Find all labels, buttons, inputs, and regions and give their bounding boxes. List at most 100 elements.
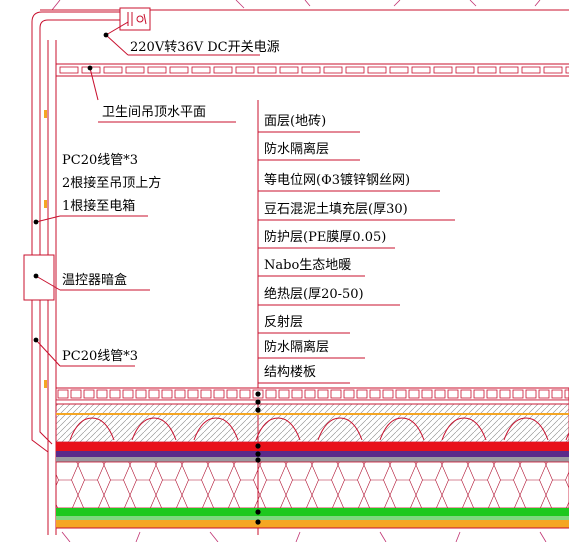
ceiling-tile (103, 66, 123, 74)
ceiling-tile (367, 66, 387, 74)
floor-tile (473, 389, 485, 399)
ceiling-tile (169, 66, 189, 74)
ceiling-tile (565, 66, 569, 74)
floor-tile (525, 389, 537, 399)
heating-pipe (379, 417, 425, 441)
heating-pipe (503, 417, 549, 441)
conduit-top-line-1: PC20线管*3 (62, 153, 138, 168)
heating-pipe (193, 417, 239, 441)
floor-tile (83, 389, 95, 399)
layer-label: 防水隔离层 (264, 339, 329, 355)
layer-label: 反射层 (264, 314, 303, 330)
layer-label: 等电位网(Φ3镀锌钢丝网) (264, 172, 410, 188)
floor-tile (122, 389, 134, 399)
floor-tile (564, 389, 569, 399)
ceiling-tile (235, 66, 255, 74)
thermostat-box-label: 温控器暗盒 (62, 272, 127, 288)
ceiling-tile (389, 66, 409, 74)
layer-green-lower (56, 516, 569, 520)
heating-pipe (441, 417, 487, 441)
heating-pipe (69, 417, 115, 441)
ceiling-tile (301, 66, 321, 74)
floor-tile (57, 389, 69, 399)
ceiling-tile (411, 66, 431, 74)
ceiling-tile (257, 66, 277, 74)
ceiling-tile (433, 66, 453, 74)
layer-reflective-purple (56, 451, 569, 457)
floor-tile (304, 389, 316, 399)
floor-tile (460, 389, 472, 399)
layer-label: 防护层(PE膜厚0.05) (264, 229, 386, 245)
heating-pipe (131, 417, 177, 441)
ceiling-tile (543, 66, 563, 74)
layer-label: 面层(地砖) (264, 114, 326, 129)
floor-tile (343, 389, 355, 399)
floor-tile (291, 389, 303, 399)
floor-tile (408, 389, 420, 399)
ceiling-tile (455, 66, 475, 74)
ceiling-tile (477, 66, 497, 74)
floor-tile (278, 389, 290, 399)
section-leader-dots (255, 391, 261, 525)
floor-tile (382, 389, 394, 399)
ceiling-plane (56, 63, 569, 77)
top-decor (51, 0, 541, 11)
floor-tile (265, 389, 277, 399)
floor-tile (356, 389, 368, 399)
layer-label: 防水隔离层 (264, 141, 329, 157)
floor-tile (330, 389, 342, 399)
layer-waterproof-top (55, 399, 569, 405)
ceiling-tile (213, 66, 233, 74)
floor-tile (70, 389, 82, 399)
floor-tile (421, 389, 433, 399)
floor-tile (499, 389, 511, 399)
floor-tile (161, 389, 173, 399)
floor-tile (551, 389, 563, 399)
floor-tile (226, 389, 238, 399)
floor-tile (369, 389, 381, 399)
ceiling-tile (125, 66, 145, 74)
ceiling-tile (279, 66, 299, 74)
ceiling-tile (191, 66, 211, 74)
floor-tile (434, 389, 446, 399)
layer-waterproof-grey (56, 457, 569, 462)
ceiling-tile (323, 66, 343, 74)
floor-tile (239, 389, 251, 399)
left-markers (44, 110, 47, 388)
conduit-top-line-3: 1根接至电箱 (62, 198, 135, 214)
floor-tile (317, 389, 329, 399)
bottom-decor (61, 531, 547, 542)
ceiling-tile (521, 66, 541, 74)
power-supply-label: 220V转36V DC开关电源 (130, 40, 280, 55)
leader-dots (33, 32, 109, 343)
conduit-bottom-label: PC20线管*3 (62, 349, 138, 364)
conduit-top-line-2: 2根接至吊顶上方 (62, 175, 161, 191)
ceiling-tile (59, 66, 79, 74)
floor-tile (174, 389, 186, 399)
floor-tile (109, 389, 121, 399)
layer-label: 豆石混泥土填充层(厚30) (264, 201, 408, 217)
ceiling-tile (147, 66, 167, 74)
floor-tile (395, 389, 407, 399)
floor-tile (135, 389, 147, 399)
floor-tile (486, 389, 498, 399)
layer-green (56, 508, 569, 516)
layer-structural-slab (55, 461, 569, 509)
floor-tile (96, 389, 108, 399)
floor-tile (538, 389, 550, 399)
ceiling-tile (499, 66, 519, 74)
floor-tile (148, 389, 160, 399)
ceiling-tile (345, 66, 365, 74)
heating-pipe (255, 417, 301, 441)
floor-tile (200, 389, 212, 399)
floor-tile (512, 389, 524, 399)
floor-section (55, 387, 569, 529)
floor-tile (447, 389, 459, 399)
heating-pipe (317, 417, 363, 441)
floor-tile (187, 389, 199, 399)
ceiling-plane-label: 卫生间吊顶水平面 (102, 105, 206, 120)
layer-underlines (258, 131, 455, 384)
floor-tile (213, 389, 225, 399)
floor-tile (252, 389, 264, 399)
